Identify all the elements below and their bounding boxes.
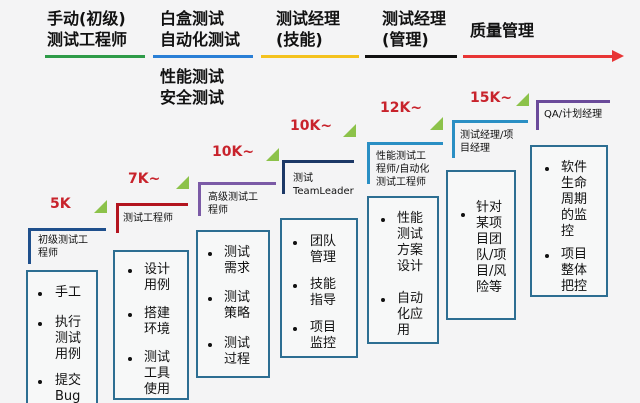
- level-box-7: [530, 145, 608, 297]
- salary-label-10k-a: 10K~: [212, 144, 255, 160]
- level-3-item-2: 测试 策略: [224, 290, 251, 321]
- bullet-icon: [293, 241, 297, 245]
- level-box-2: [113, 250, 189, 400]
- salary-label-12k: 12K~: [380, 100, 423, 116]
- step-triangle-4: [343, 124, 356, 137]
- level-accent-4: [282, 160, 354, 163]
- salary-label-7k: 7K~: [128, 171, 161, 187]
- timeline-arrowhead: [612, 50, 624, 62]
- stage-label-5: 测试经理 (管理): [382, 9, 447, 49]
- level-5-item-1: 性能 测试 方案 设计: [397, 211, 424, 274]
- level-1-item-1: 手工: [55, 285, 82, 300]
- bullet-icon: [545, 167, 549, 171]
- level-7-item-2: 项目 整体 把控: [561, 247, 588, 294]
- level-4-item-2: 技能 指导: [310, 277, 337, 308]
- level-accent-7: [536, 100, 610, 103]
- level-accent-5: [367, 142, 443, 145]
- timeline-segment-yellow: [261, 55, 359, 58]
- level-title-1: 初级测试工 程师: [38, 235, 88, 259]
- bullet-icon: [461, 213, 465, 217]
- level-title-2: 测试工程师: [123, 213, 173, 224]
- level-2-item-3: 测试 工具 使用: [144, 350, 171, 397]
- step-triangle-6: [516, 93, 529, 106]
- level-title-4: 测试 TeamLeader: [293, 173, 354, 197]
- level-box-6: [446, 170, 516, 320]
- timeline-segment-green: [45, 55, 145, 58]
- bullet-icon: [128, 313, 132, 317]
- bullet-icon: [38, 380, 42, 384]
- level-accent-1-side: [28, 228, 31, 264]
- level-3-item-1: 测试 需求: [224, 245, 251, 276]
- timeline-segment-black: [365, 55, 457, 58]
- bullet-icon: [208, 297, 212, 301]
- level-box-5: [367, 196, 439, 344]
- stage-label-3: 性能测试 安全测试: [160, 67, 225, 107]
- level-accent-2-side: [116, 203, 119, 233]
- level-accent-6-side: [452, 120, 455, 158]
- level-accent-1: [28, 228, 106, 231]
- level-4-item-1: 团队 管理: [310, 234, 337, 265]
- level-4-item-3: 项目 监控: [310, 320, 337, 351]
- level-6-item-1: 针对 某项 目团 队/项 目/风 险等: [476, 200, 507, 295]
- level-1-item-2: 执行 测试 用例: [55, 315, 82, 362]
- stage-label-2: 白盒测试 自动化测试: [160, 9, 241, 49]
- stage-label-1: 手动(初级) 测试工程师: [47, 9, 128, 49]
- bullet-icon: [293, 284, 297, 288]
- bullet-icon: [208, 252, 212, 256]
- bullet-icon: [208, 343, 212, 347]
- stage-label-6: 质量管理: [470, 21, 535, 40]
- step-triangle-3: [266, 148, 279, 161]
- salary-label-15k: 15K~: [470, 90, 513, 106]
- level-title-3: 高级测试工 程师: [208, 192, 258, 216]
- level-5-item-2: 自动 化应 用: [397, 291, 424, 338]
- bullet-icon: [128, 269, 132, 273]
- bullet-icon: [38, 292, 42, 296]
- level-accent-4-side: [282, 160, 285, 194]
- level-accent-7-side: [536, 100, 539, 130]
- level-2-item-2: 搭建 环境: [144, 306, 171, 337]
- step-triangle-2: [176, 176, 189, 189]
- level-2-item-1: 设计 用例: [144, 262, 171, 293]
- level-title-5: 性能测试工 程师/自动化 测试工程师: [376, 151, 430, 188]
- level-accent-3: [198, 182, 276, 185]
- salary-label-5k: 5K: [50, 196, 71, 212]
- level-accent-5-side: [367, 142, 370, 184]
- bullet-icon: [128, 357, 132, 361]
- level-title-6: 测试经理/项 目经理: [460, 130, 514, 154]
- level-accent-2: [116, 203, 188, 206]
- bullet-icon: [545, 254, 549, 258]
- level-1-item-3: 提交 Bug: [55, 373, 82, 403]
- level-accent-6: [452, 120, 528, 123]
- bullet-icon: [38, 322, 42, 326]
- salary-label-10k-b: 10K~: [290, 118, 333, 134]
- level-3-item-3: 测试 过程: [224, 336, 251, 367]
- stage-label-4: 测试经理 (技能): [276, 9, 341, 49]
- timeline-segment-red: [463, 55, 615, 58]
- bullet-icon: [381, 218, 385, 222]
- bullet-icon: [381, 298, 385, 302]
- step-triangle-1: [94, 200, 107, 213]
- level-accent-3-side: [198, 182, 201, 216]
- bullet-icon: [293, 327, 297, 331]
- level-title-7: QA/计划经理: [544, 109, 603, 120]
- level-7-item-1: 软件 生命 周期 的监 控: [561, 160, 588, 239]
- step-triangle-5: [430, 117, 443, 130]
- timeline-segment-blue: [153, 55, 253, 58]
